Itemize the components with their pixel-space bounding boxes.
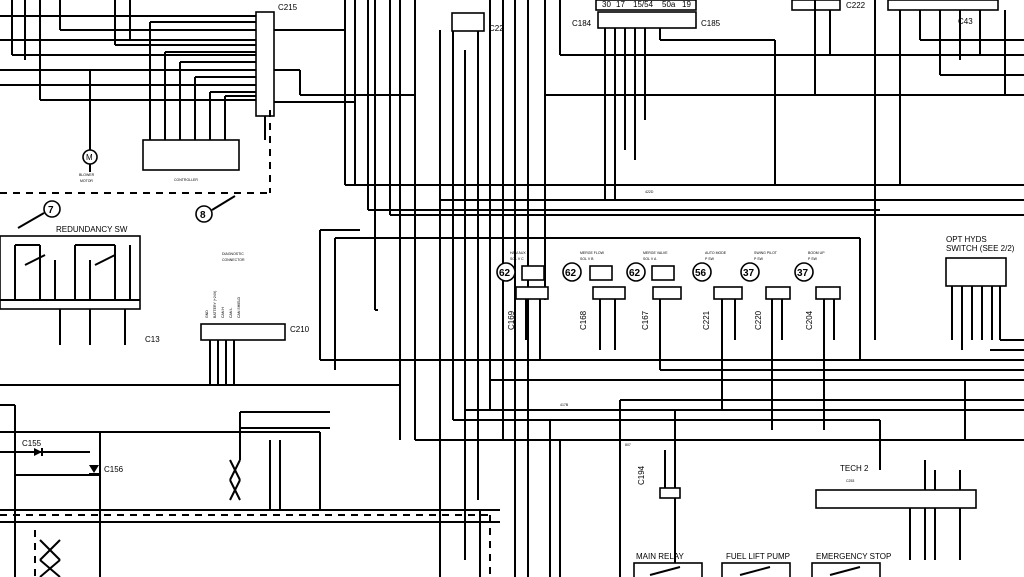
svg-text:SOL V C: SOL V C <box>510 257 524 261</box>
svg-text:15/54: 15/54 <box>633 0 654 9</box>
svg-text:MOTOR: MOTOR <box>80 179 93 183</box>
svg-text:CONNECTOR: CONNECTOR <box>222 258 245 262</box>
svg-text:P SW: P SW <box>754 257 764 261</box>
svg-text:MAIN RELAY: MAIN RELAY <box>636 552 685 561</box>
svg-text:62: 62 <box>629 268 641 279</box>
blower-motor: M BLOWER MOTOR <box>79 149 98 183</box>
c215-label: C215 <box>278 3 298 12</box>
c13-label: C13 <box>145 335 160 344</box>
svg-text:30: 30 <box>602 0 611 9</box>
svg-text:C220: C220 <box>754 310 763 330</box>
svg-text:CAN L: CAN L <box>229 308 233 318</box>
svg-text:SWITCH (SEE 2/2): SWITCH (SEE 2/2) <box>946 244 1015 253</box>
relay-boxes: MAIN RELAY FUEL LIFT PUMP EMERGENCY STOP <box>633 552 891 577</box>
svg-text:C204: C204 <box>805 310 814 330</box>
svg-text:62: 62 <box>499 268 511 279</box>
svg-text:CAN SHIELD: CAN SHIELD <box>237 297 241 318</box>
c210-label: C210 <box>290 325 310 334</box>
svg-text:MERGE VALVE: MERGE VALVE <box>643 251 668 255</box>
svg-text:BOOM UP: BOOM UP <box>808 251 825 255</box>
left-bus <box>0 384 500 577</box>
svg-text:FUEL LIFT PUMP: FUEL LIFT PUMP <box>726 552 790 561</box>
svg-text:SOL V B: SOL V B <box>580 257 594 261</box>
connector-c222: C222 <box>791 0 866 95</box>
svg-text:422D: 422D <box>645 190 654 194</box>
svg-text:56: 56 <box>695 268 707 279</box>
diode-c155: C155 <box>22 439 43 456</box>
svg-text:19: 19 <box>682 0 691 9</box>
svg-text:7: 7 <box>48 205 54 216</box>
svg-text:C253: C253 <box>846 479 854 483</box>
opt-hyds-switch: OPT HYDS SWITCH (SEE 2/2) <box>945 235 1015 350</box>
svg-text:C22: C22 <box>489 24 504 33</box>
redundancy-sw-label: REDUNDANCY SW <box>56 225 128 234</box>
svg-text:C156: C156 <box>104 465 124 474</box>
svg-text:C184: C184 <box>572 19 592 28</box>
tech2-connector: TECH 2 C253 <box>815 460 977 560</box>
svg-text:SOL V A: SOL V A <box>643 257 657 261</box>
lower-center-wires <box>279 420 561 577</box>
connector-c215: C215 <box>255 0 415 185</box>
svg-text:P SW: P SW <box>705 257 715 261</box>
svg-text:C185: C185 <box>701 19 721 28</box>
svg-text:8: 8 <box>200 210 206 221</box>
svg-text:MERGE FLOW: MERGE FLOW <box>580 251 605 255</box>
callout-8: 8 <box>195 195 236 223</box>
connector-c43: C43 <box>874 0 1024 340</box>
svg-text:62: 62 <box>565 268 577 279</box>
left-harness <box>0 0 258 150</box>
svg-text:BLOWER: BLOWER <box>79 173 95 177</box>
redundancy-switch: REDUNDANCY SW C13 <box>0 225 160 345</box>
svg-text:DIAGNOSTIC: DIAGNOSTIC <box>222 252 244 256</box>
svg-text:P SW: P SW <box>808 257 818 261</box>
svg-text:TECH 2: TECH 2 <box>840 464 869 473</box>
svg-text:HAM AUX: HAM AUX <box>510 251 526 255</box>
twisted-pair <box>39 539 61 577</box>
callout-7: 7 <box>17 200 61 229</box>
svg-text:17: 17 <box>616 0 625 9</box>
diagnostic-connector: DIAGNOSTIC CONNECTOR GND BATTERY (+24V) … <box>200 252 310 385</box>
svg-text:C167: C167 <box>641 310 650 330</box>
svg-text:37: 37 <box>743 268 755 279</box>
center-trunk <box>319 0 1024 577</box>
svg-text:C43: C43 <box>958 17 973 26</box>
svg-text:50a: 50a <box>662 0 676 9</box>
controller-label: CONTROLLER <box>174 178 198 182</box>
svg-text:BATTERY (+24V): BATTERY (+24V) <box>213 291 217 318</box>
svg-text:C168: C168 <box>579 310 588 330</box>
svg-text:SWING PILOT: SWING PILOT <box>754 251 778 255</box>
svg-text:OPT HYDS: OPT HYDS <box>946 235 987 244</box>
svg-text:417B: 417B <box>560 403 569 407</box>
connector-c194: C194 <box>637 440 681 499</box>
svg-text:C169: C169 <box>507 310 516 330</box>
connector-c184: 30 17 15/54 50a 19 C184 C185 422D <box>440 0 1024 300</box>
connector-c22: C22 <box>451 12 504 33</box>
svg-text:CAN H: CAN H <box>221 307 225 318</box>
svg-text:AUTO MODE: AUTO MODE <box>705 251 727 255</box>
solenoid-row: HAM AUX SOL V C 62 C169 MERGE FLOW SOL V… <box>496 251 841 370</box>
controller: CONTROLLER <box>142 139 240 182</box>
svg-text:C221: C221 <box>702 310 711 330</box>
diode-c156: C156 <box>89 465 124 475</box>
svg-text:807: 807 <box>625 443 631 447</box>
svg-text:37: 37 <box>797 268 809 279</box>
svg-text:C222: C222 <box>846 1 866 10</box>
svg-text:C155: C155 <box>22 439 42 448</box>
svg-text:C194: C194 <box>637 465 646 485</box>
svg-text:GND: GND <box>205 310 209 318</box>
svg-text:M: M <box>86 153 93 162</box>
svg-text:EMERGENCY STOP: EMERGENCY STOP <box>816 552 891 561</box>
